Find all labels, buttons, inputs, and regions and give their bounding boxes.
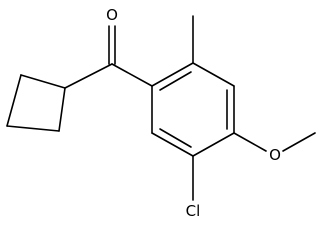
bond xyxy=(20,74,66,89)
bond xyxy=(6,74,22,127)
bond xyxy=(192,62,235,87)
bond xyxy=(151,132,194,157)
atom-label-oxygen-carbonyl: O xyxy=(106,6,118,24)
methoxy-group xyxy=(233,132,316,152)
bond xyxy=(233,132,267,152)
ketone-group xyxy=(64,25,153,89)
bond xyxy=(151,62,194,87)
bond xyxy=(58,87,66,132)
aromatic-inner-bond xyxy=(159,71,192,91)
bond xyxy=(64,63,113,89)
bond xyxy=(282,132,316,152)
molecule-structure: O O Cl xyxy=(6,6,316,220)
cyclobutane-ring xyxy=(6,74,66,132)
atom-label-oxygen-methoxy: O xyxy=(269,146,281,164)
atom-label-chlorine: Cl xyxy=(186,202,201,220)
bond xyxy=(111,63,153,87)
bond xyxy=(6,125,60,132)
benzene-ring xyxy=(151,62,235,157)
aromatic-inner-bond xyxy=(159,128,192,148)
bond xyxy=(192,132,235,157)
